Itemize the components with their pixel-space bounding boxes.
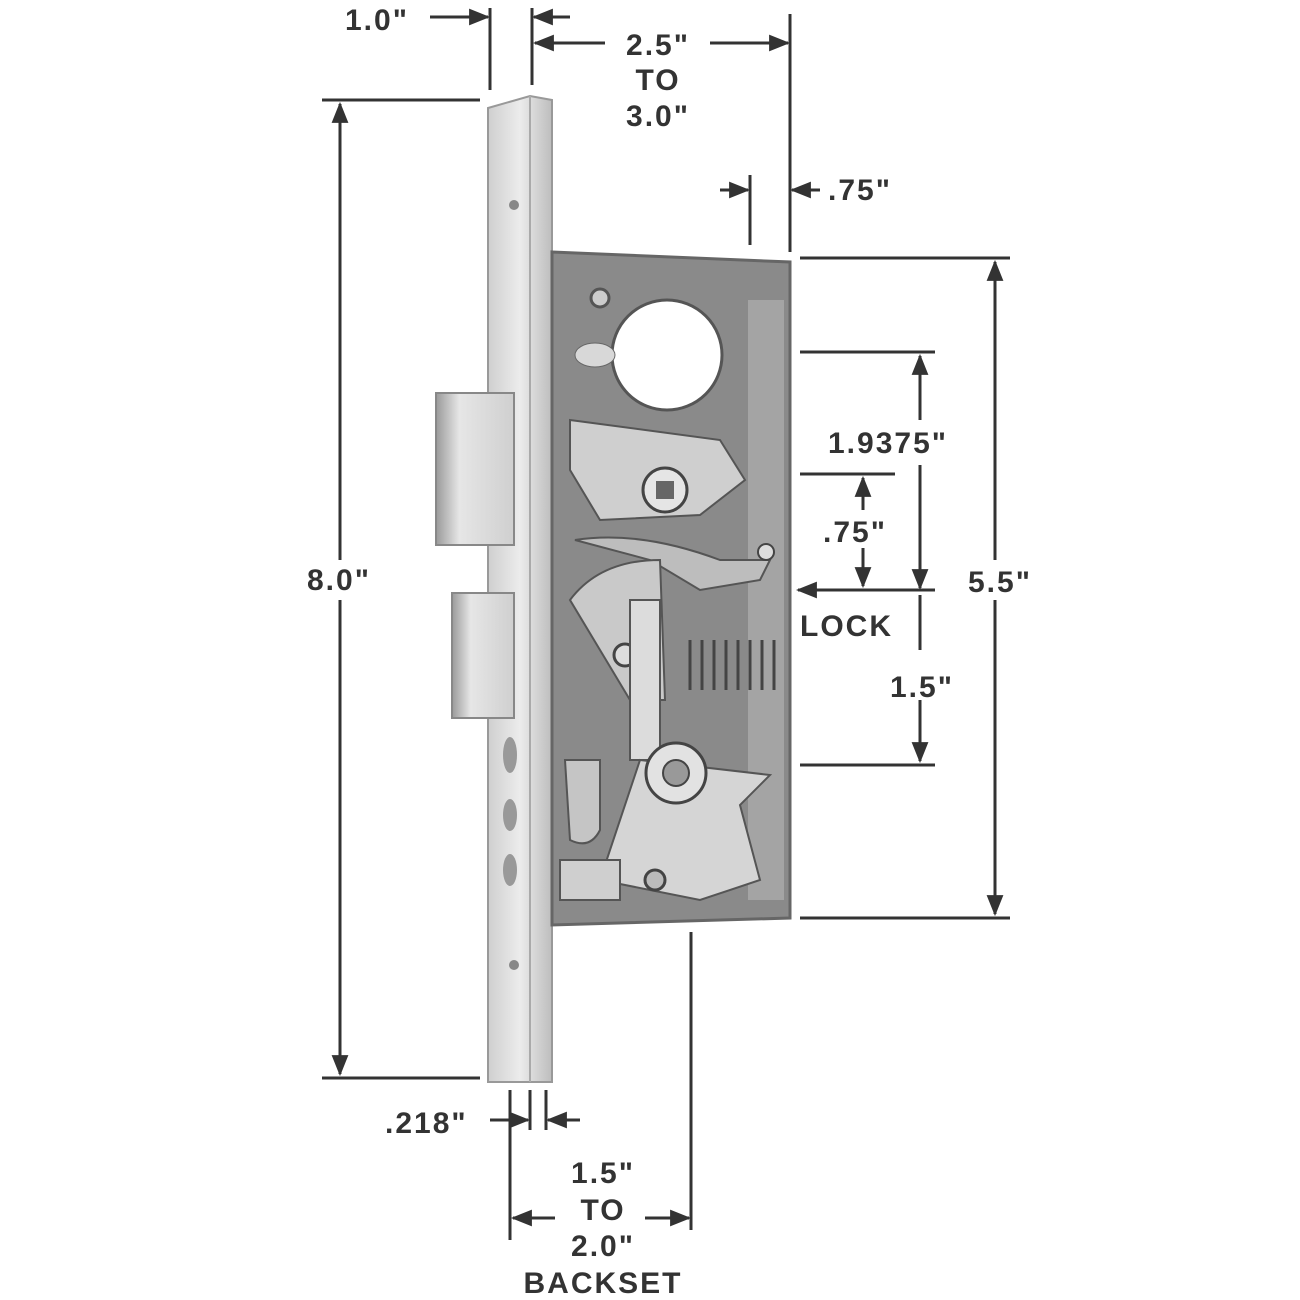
label-case-depth-min: 2.5" (626, 29, 690, 62)
label-backset-min: 1.5" (571, 1157, 635, 1190)
spring (688, 640, 776, 690)
latch-bolt (451, 592, 515, 719)
dimension-lines (322, 8, 1010, 1240)
label-backset-max: 2.0" (571, 1230, 635, 1263)
label-case-offset: .75" (828, 174, 892, 207)
label-lock-to-bottom: 1.5" (890, 671, 954, 704)
label-faceplate-width: 1.0" (345, 4, 409, 37)
label-case-depth-max: 3.0" (626, 100, 690, 133)
label-backset-to: TO (580, 1194, 625, 1227)
label-hub-to-cylinder: 1.9375" (828, 427, 948, 460)
label-backset: BACKSET (523, 1267, 682, 1300)
lock-case (550, 250, 792, 927)
label-lock-offset: .75" (823, 516, 887, 549)
label-faceplate-thickness: .218" (385, 1107, 468, 1140)
lock-body (435, 94, 792, 1083)
label-case-height: 5.5" (968, 566, 1032, 599)
label-case-depth-to: TO (635, 64, 680, 97)
label-lock: LOCK (800, 610, 893, 643)
faceplate (487, 94, 553, 1083)
deadbolt (435, 392, 515, 546)
label-overall-height: 8.0" (307, 564, 371, 597)
dimension-labels: 1.0" 2.5" TO 3.0" .75" 8.0" 5.5" 1.9375"… (307, 4, 1032, 1300)
cylinder-hole (610, 298, 724, 412)
